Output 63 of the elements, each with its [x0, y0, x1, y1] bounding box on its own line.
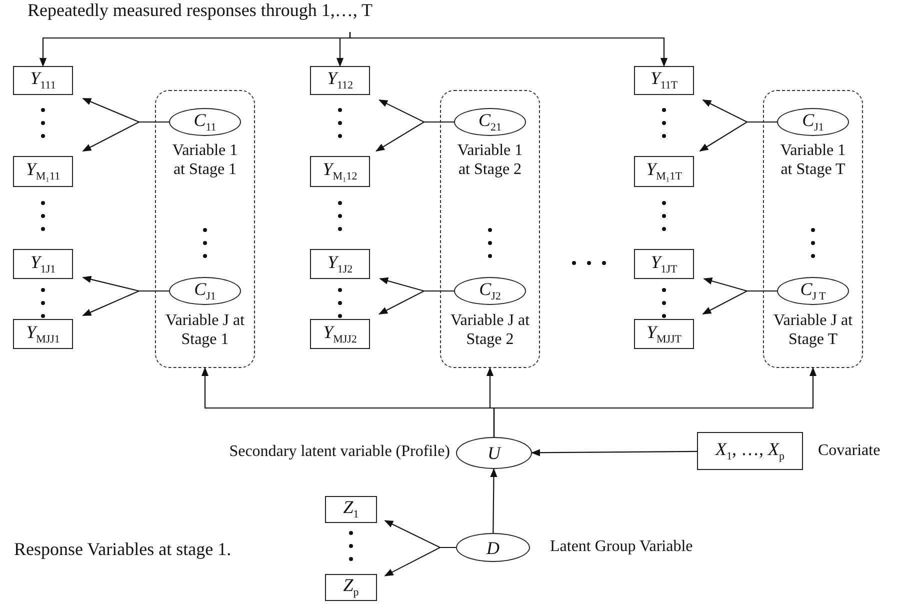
variable-label: C$_{J1}$: [194, 280, 216, 302]
caption-text: Variable J at Stage 1: [165, 311, 245, 349]
variable-label: Y$_{1J2}$: [327, 252, 353, 276]
caption-text: Variable 1 at Stage T: [779, 141, 847, 179]
variable-label: Y$_{MJJT}$: [646, 322, 682, 346]
observed-variable-box: [325, 574, 377, 601]
caption-text: Secondary latent variable (Profile): [228, 442, 450, 461]
variable-label: Y$_{111}$: [30, 69, 56, 92]
caption-text: Variable J at Stage T: [773, 311, 853, 349]
variable-label: Z$_{1}$: [343, 498, 359, 521]
observed-variable-box: [13, 249, 73, 279]
observed-variable-box: [697, 432, 803, 470]
caption-text: Variable 1 at Stage 1: [171, 141, 239, 179]
variable-label: U: [488, 444, 500, 462]
arrow: [378, 290, 454, 314]
arrow: [490, 468, 498, 533]
variable-label: C$_{11}$: [194, 110, 216, 134]
observed-variable-box: [13, 156, 73, 187]
caption-text: Variable J at Stage 2: [450, 311, 530, 349]
observed-variable-box: [634, 319, 694, 349]
observed-variable-box: [634, 156, 694, 187]
caption-text: Covariate: [818, 441, 882, 460]
variable-label: C$_{21}$: [478, 110, 502, 134]
variable-label: Y$_{1JT}$: [650, 252, 678, 276]
variable-label: X$_{1}$, …, X$_{p}$: [716, 440, 784, 462]
caption-text: Variable 1 at Stage 2: [456, 141, 524, 179]
variable-label: Y$_{MJJ1}$: [26, 322, 60, 346]
stage-group-frame: [440, 90, 540, 368]
variable-label: Y$_{1J1}$: [30, 252, 56, 276]
variable-label: C$_{J T}$: [800, 280, 826, 302]
arrow: [82, 290, 169, 316]
caption-text: Latent Group Variable: [550, 537, 694, 556]
stage-group-frame: [155, 90, 255, 368]
arrow: [384, 546, 456, 576]
observed-variable-box: [310, 66, 370, 95]
arrow: [702, 290, 777, 314]
arrow: [493, 367, 817, 437]
variable-label: C$_{J1}$: [802, 110, 824, 134]
observed-variable-box: [310, 319, 370, 349]
observed-variable-box: [634, 249, 694, 279]
observed-variable-box: [310, 249, 370, 279]
variable-label: D: [486, 538, 500, 556]
arrow: [349, 32, 668, 67]
variable-label: Y$_{M₁1T}$: [646, 160, 682, 183]
arrow: [699, 121, 777, 152]
variable-label: Y$_{11T}$: [650, 69, 678, 92]
variable-label: Y$_{M₁11}$: [26, 160, 60, 183]
stage-group-frame: [763, 90, 863, 368]
variable-label: Y$_{MJJ2}$: [323, 322, 357, 346]
heading-text: Repeatedly measured responses through 1,…, T: [0, 0, 400, 21]
observed-variable-box: [634, 66, 694, 95]
variable-label: C$_{J2}$: [479, 280, 501, 302]
variable-label: Y$_{M₁12}$: [322, 160, 358, 183]
arrow: [531, 449, 697, 456]
observed-variable-box: [310, 156, 370, 187]
observed-variable-box: [13, 319, 73, 349]
arrow: [82, 121, 169, 152]
variable-label: Y$_{112}$: [326, 69, 354, 92]
annotation-text: Response Variables at stage 1.: [14, 539, 232, 560]
observed-variable-box: [13, 66, 73, 95]
arrow: [376, 121, 454, 152]
observed-variable-box: [325, 496, 377, 523]
variable-label: Z$_{p}$: [343, 576, 359, 599]
